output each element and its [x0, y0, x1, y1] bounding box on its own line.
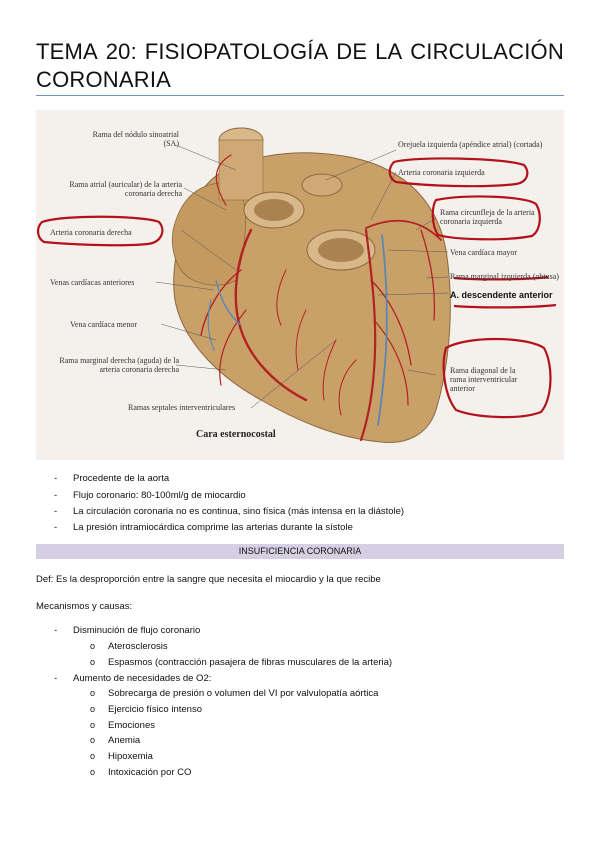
label-diagonal-branch: Rama diagonal de la rama interventricula… [450, 366, 518, 393]
page-title: TEMA 20: FISIOPATOLOGÍA DE LA CIRCULACIÓ… [36, 38, 564, 94]
title-word: 20: [105, 39, 137, 64]
left-anterior-descending [359, 228, 377, 442]
title-line-2: CORONARIA [36, 67, 172, 92]
heart-illustration [37, 127, 557, 444]
title-rule [36, 95, 564, 96]
label-left-coronary-artery: Arteria coronaria izquierda [398, 168, 485, 177]
annotation-circumflex [431, 195, 541, 241]
mechanisms-label: Mecanismos y causas: [36, 601, 133, 612]
label-right-coronary-artery: Arteria coronaria derecha [50, 228, 132, 237]
section-heading: INSUFICIENCIA CORONARIA [36, 544, 564, 559]
title-word: CIRCULACIÓN [410, 39, 564, 64]
title-word: LA [375, 39, 403, 64]
label-right-marginal-branch: Rama marginal derecha (aguda) de la arte… [59, 356, 179, 374]
annotation-lad [453, 303, 557, 309]
label-great-cardiac-vein: Vena cardíaca mayor [450, 248, 518, 257]
title-word: FISIOPATOLOGÍA [144, 39, 329, 64]
title-word: DE [336, 39, 368, 64]
title-line-1: TEMA 20: FISIOPATOLOGÍA DE LA CIRCULACIÓ… [36, 38, 564, 66]
annotation-left-coronary [388, 157, 529, 188]
label-small-cardiac-vein: Vena cardíaca menor [70, 320, 138, 329]
label-anterior-cardiac-veins: Venas cardíacas anteriores [50, 278, 135, 287]
definition-text: Def: Es la desproporción entre la sangre… [36, 574, 381, 585]
label-anterior-descending: A. descendente anterior [450, 290, 553, 300]
anterior-cardiac-veins [215, 279, 242, 326]
label-atrial-branch: Rama atrial (auricular) de la arteria co… [69, 180, 182, 198]
annotation-right-coronary [37, 215, 164, 247]
label-left-marginal-branch: Rama marginal izquierda (obtusa) [450, 272, 559, 281]
label-sinoatrial-branch: Rama del nódulo sinoatrial (SA) [92, 130, 179, 148]
right-coronary-artery [234, 228, 308, 402]
label-circumflex-branch: Rama circunfleja de la arteria coronaria… [440, 208, 535, 226]
heart-figure: Rama del nódulo sinoatrial (SA) Rama atr… [36, 110, 564, 460]
label-left-auricle: Orejuela izquierda (apéndice atrial) (co… [398, 140, 543, 149]
annotation-diagonal [442, 337, 552, 419]
great-cardiac-vein [377, 234, 388, 426]
label-septal-branches: Ramas septales interventriculares [128, 403, 236, 412]
title-word: TEMA [36, 39, 98, 64]
figure-caption: Cara esternocostal [196, 429, 276, 440]
annotation-marginal [453, 275, 549, 281]
circumflex-artery [365, 219, 442, 241]
